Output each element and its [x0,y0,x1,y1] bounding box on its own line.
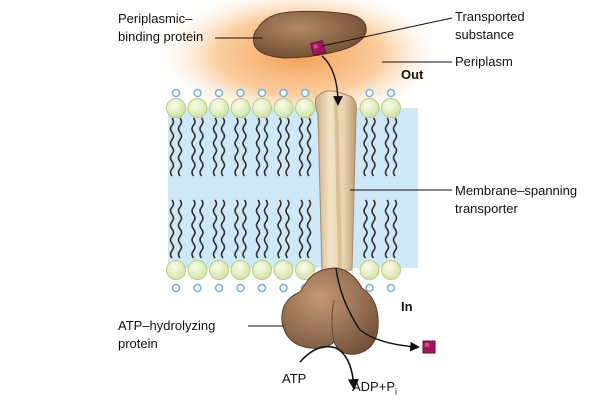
atp-label: ATP [282,371,307,386]
lipid-head [252,260,272,280]
lipid-tail [242,199,247,259]
phosphate-group [257,283,267,293]
phosphate-group [386,88,396,98]
transported-substance-bound [310,40,326,56]
phosphate-group [171,283,181,293]
lipid-tail [191,117,196,177]
lipid-small-heads [171,88,396,293]
lipid-tail [298,117,304,177]
lipid-head [359,260,380,280]
lipid-tail [306,117,312,177]
phosphate-group [214,283,224,293]
lipid-tail [384,199,390,259]
lipid-tail [220,117,226,177]
lipid-tail [263,199,269,259]
lipid-tail [212,117,218,177]
lipid-head [273,98,294,118]
adp-pi-label: ADP+Pi [352,379,397,397]
lipid-tail [169,117,175,177]
substance-entry-arrow [321,55,343,106]
lipid-tail [234,199,239,259]
atp-hydrolyzing-protein [281,267,379,355]
phosphate-group [279,88,288,98]
phosphate-group [279,283,288,293]
transported-substance-released [422,340,436,354]
lipid-head [252,98,272,118]
lipid-head [230,98,251,118]
lipid-tail [285,117,290,177]
lipid-head [295,98,315,118]
periplasmic-binding-protein [253,10,367,59]
lipid-head [187,260,208,280]
lipid-tail [199,117,204,177]
lipid-head [166,98,186,118]
lipid-tail [371,117,376,177]
lipid-head [381,98,401,118]
lipid-tail [263,117,269,177]
lipid-head [209,260,229,280]
lipid-tail [371,199,376,259]
lipid-tail [234,117,239,177]
lipid-tail [177,117,183,177]
lipid-tail [255,199,261,259]
phosphate-group [193,283,202,293]
atp-hydrolyzing-protein-label: ATP–hydrolyzing protein [118,318,216,351]
lipid-head [209,98,229,118]
in-label: In [401,299,413,314]
lipid-head [295,260,315,280]
lipid-tail [306,199,312,259]
lipid-head [230,260,251,280]
lipid-head [381,260,401,280]
membrane-spanning-transporter-label: Membrane–spanning transporter [455,183,578,216]
lipid-tail [255,117,261,177]
lipid-tail [220,199,226,259]
lipid-tail [191,199,196,259]
lipid-tail [392,199,398,259]
lipid-tail [392,117,398,177]
atp-to-adp-arrow [299,345,360,391]
lipid-tail [242,117,247,177]
phosphate-group [365,283,374,293]
lipid-tail [177,199,183,259]
transported-substance-label: Transported substance [455,9,525,42]
phosphate-group [193,88,202,98]
phosphate-group [236,283,245,293]
lipid-head [166,260,186,280]
lipid-tail [277,117,282,177]
out-label: Out [401,67,424,82]
lipid-tail [285,199,290,259]
lipid-tail [212,199,218,259]
lipid-head [273,260,294,280]
phosphate-group [300,88,310,98]
leader-lines [215,17,453,327]
phosphate-group [386,283,396,293]
lipid-tail [384,117,390,177]
lipid-head [359,98,380,118]
lipid-heads [166,98,401,280]
lipid-tail [363,117,368,177]
phosphate-group [171,88,181,98]
periplasm-label: Periplasm [455,54,513,69]
membrane-bilayer [168,108,418,268]
periplasm-region [150,0,450,127]
membrane-spanning-transporter [314,90,357,271]
lipid-tail [277,199,282,259]
lipid-tail [169,199,175,259]
phosphate-group [214,88,224,98]
lipid-tail [298,199,304,259]
phosphate-group [236,88,245,98]
lipid-head [187,98,208,118]
lipid-tails [169,117,398,259]
lipid-tail [363,199,368,259]
substance-exit-arrow [335,267,420,352]
lipid-tail [199,199,204,259]
phosphate-group [365,88,374,98]
phosphate-group [257,88,267,98]
periplasmic-binding-protein-label: Periplasmic– binding protein [118,11,204,44]
